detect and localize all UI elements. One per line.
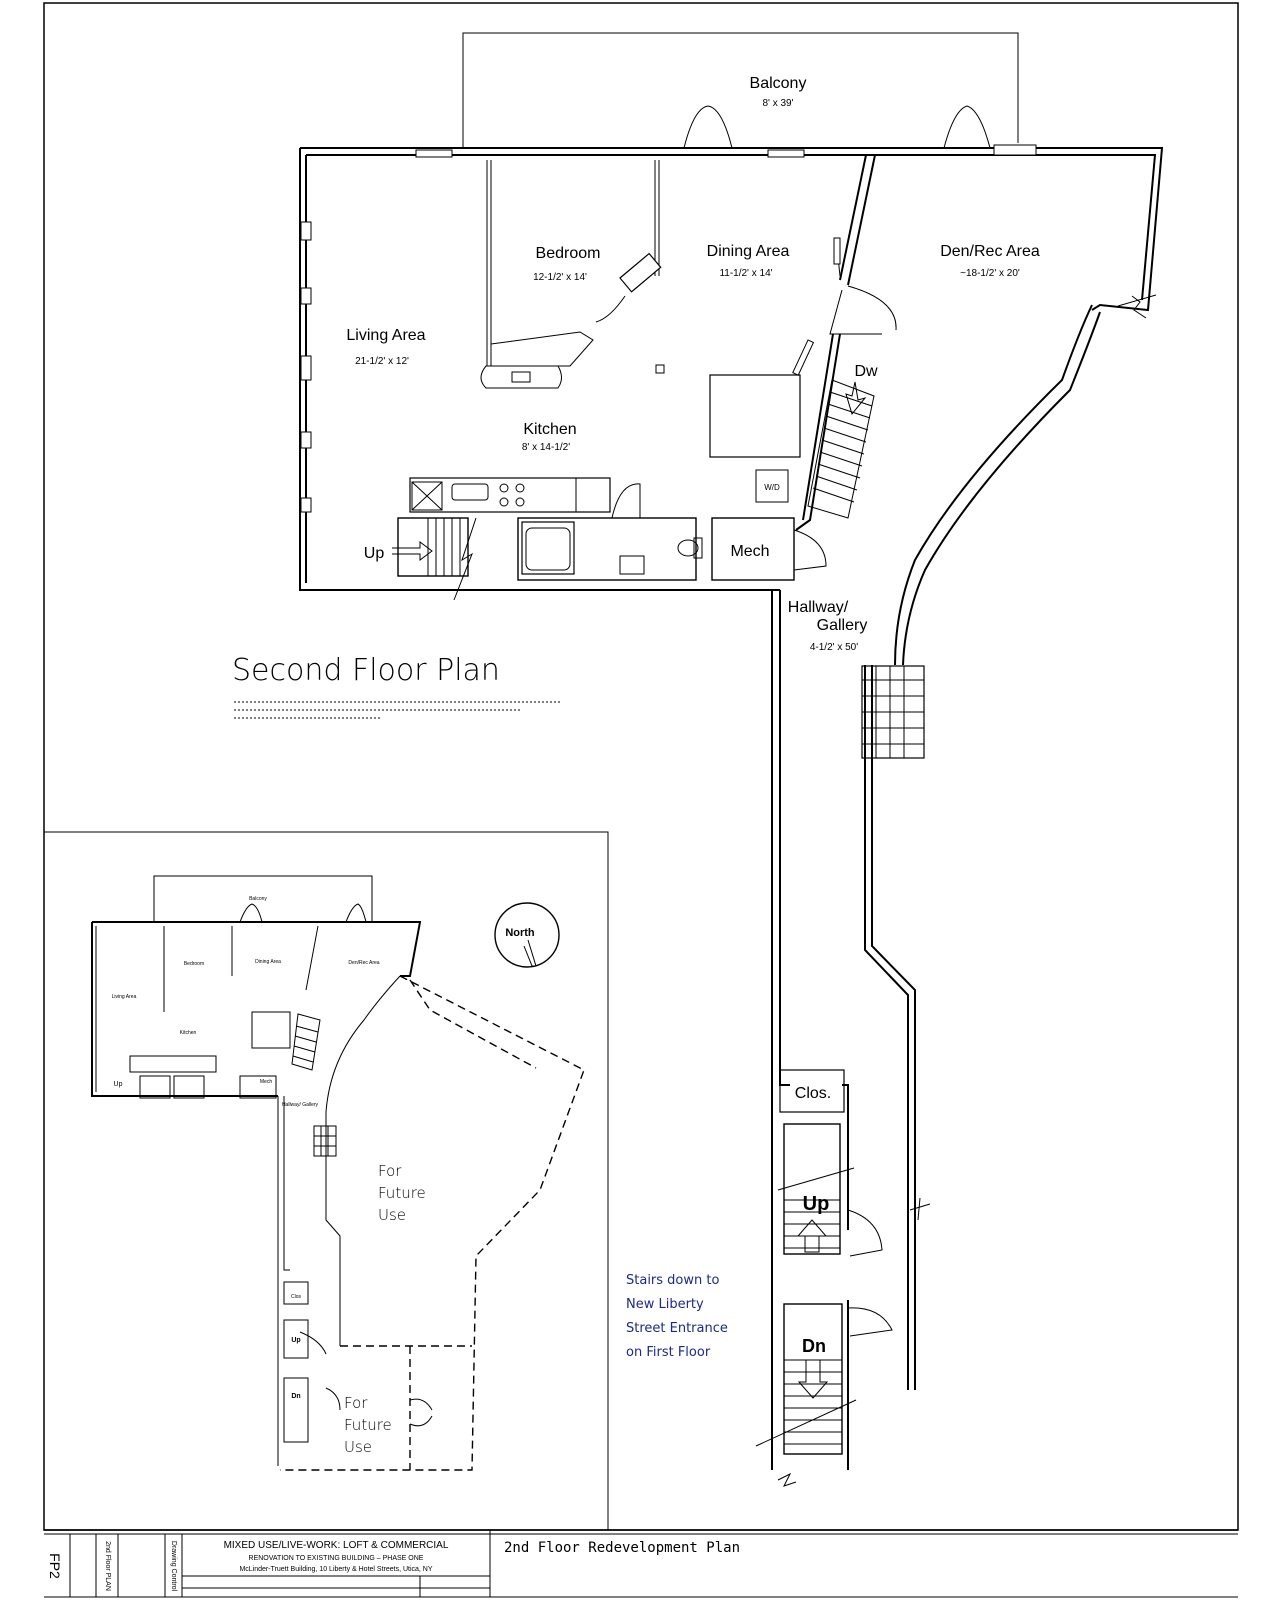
washer-dryer (755, 469, 789, 503)
future-use-1-line2: Future (378, 1184, 426, 1202)
stair-down (807, 379, 875, 519)
room-label-balcony: Balcony (750, 75, 807, 92)
room-size-kitchen: 8' x 14-1/2' (522, 442, 570, 453)
drawing-control: Drawing Control (170, 1541, 177, 1592)
door-swing (943, 105, 991, 149)
room-size-balcony: 8' x 39' (762, 98, 793, 109)
room-label-den: Den/Rec Area (940, 243, 1040, 260)
kitchen-counter (409, 477, 611, 513)
room-label-hallway: Hallway/ (788, 599, 849, 616)
inset-up-stair-label: Up (291, 1337, 300, 1344)
stair-label-dn-lower: Dn (802, 1336, 826, 1356)
note-line-2: New Liberty (626, 1297, 704, 1312)
future-use-2-line1: For (344, 1394, 368, 1412)
sheet-number: FP2 (47, 1553, 63, 1579)
inset-closet-label: Clos (291, 1294, 302, 1300)
inset-up-label: Up (114, 1081, 123, 1088)
room-label-mech: Mech (730, 543, 769, 560)
washer-dryer-label: W/D (764, 483, 780, 492)
note-line-1: Stairs down to (626, 1273, 719, 1288)
floor-grate (861, 665, 925, 759)
hallway-curve-wall (894, 304, 1093, 666)
note-line-3: Street Entrance (626, 1321, 728, 1336)
stair-label-down: Dw (854, 363, 878, 380)
stair-up (392, 517, 477, 601)
kitchen-island (490, 331, 594, 367)
inset-plan (91, 875, 585, 1471)
room-label-dining: Dining Area (707, 243, 790, 260)
room-size-den: ~18-1/2' x 20' (960, 268, 1020, 279)
inset-room-living: Living Area (112, 994, 137, 1000)
room-label-closet: Clos. (795, 1085, 831, 1102)
room-size-hallway: 4-1/2' x 50' (810, 642, 858, 653)
project-line-2: RENOVATION TO EXISTING BUILDING – PHASE … (249, 1555, 424, 1562)
dining-table (709, 374, 801, 458)
stair-label-up-lower: Up (803, 1193, 830, 1215)
stair-up-lower (777, 1123, 931, 1257)
inset-room-mech: Mech (260, 1079, 272, 1085)
plan-title: Second Floor Plan (232, 653, 500, 688)
title-block (69, 1530, 491, 1597)
room-label-living: Living Area (346, 327, 425, 344)
unit-wall (299, 148, 780, 591)
sheet-name: 2nd Floor PLAN (104, 1541, 111, 1591)
north-label: North (505, 927, 535, 939)
stair-down-lower (755, 1303, 893, 1487)
future-use-1-line1: For (378, 1162, 402, 1180)
balcony-outline (462, 32, 1019, 148)
future-use-1-line3: Use (378, 1206, 406, 1224)
inset-room-hallway: Hallway/ Gallery (282, 1102, 319, 1108)
main-plan (299, 32, 1164, 1487)
door-swing (683, 105, 733, 149)
inset-room-den: Den/Rec Area (348, 960, 379, 966)
room-size-bedroom: 12-1/2' x 14' (533, 272, 587, 283)
future-use-2-line3: Use (344, 1438, 372, 1456)
inset-frame (44, 831, 609, 1530)
inset-room-dining: Dining Area (255, 959, 281, 965)
stair-label-up: Up (364, 545, 385, 562)
future-use-2-line2: Future (344, 1416, 392, 1434)
room-label-kitchen: Kitchen (523, 421, 576, 438)
inset-dn-stair-label: Dn (291, 1393, 300, 1400)
room-size-dining: 11-1/2' x 14' (719, 268, 772, 279)
mech-room (711, 517, 795, 581)
inset-room-kitchen: Kitchen (180, 1030, 197, 1036)
inset-room-balcony: Balcony (249, 896, 267, 902)
drawing-title: 2nd Floor Redevelopment Plan (504, 1540, 740, 1556)
project-line-3: McLinder-Truett Building, 10 Liberty & H… (239, 1566, 432, 1573)
inset-room-bedroom: Bedroom (184, 961, 204, 967)
room-label-bedroom: Bedroom (536, 245, 601, 262)
north-arrow (494, 902, 560, 968)
room-label-gallery: Gallery (817, 617, 868, 634)
bathroom (517, 517, 697, 581)
project-line-1: MIXED USE/LIVE-WORK: LOFT & COMMERCIAL (224, 1540, 449, 1551)
room-size-living: 21-1/2' x 12' (355, 356, 409, 367)
closet (779, 1069, 845, 1113)
note-line-4: on First Floor (626, 1345, 711, 1360)
